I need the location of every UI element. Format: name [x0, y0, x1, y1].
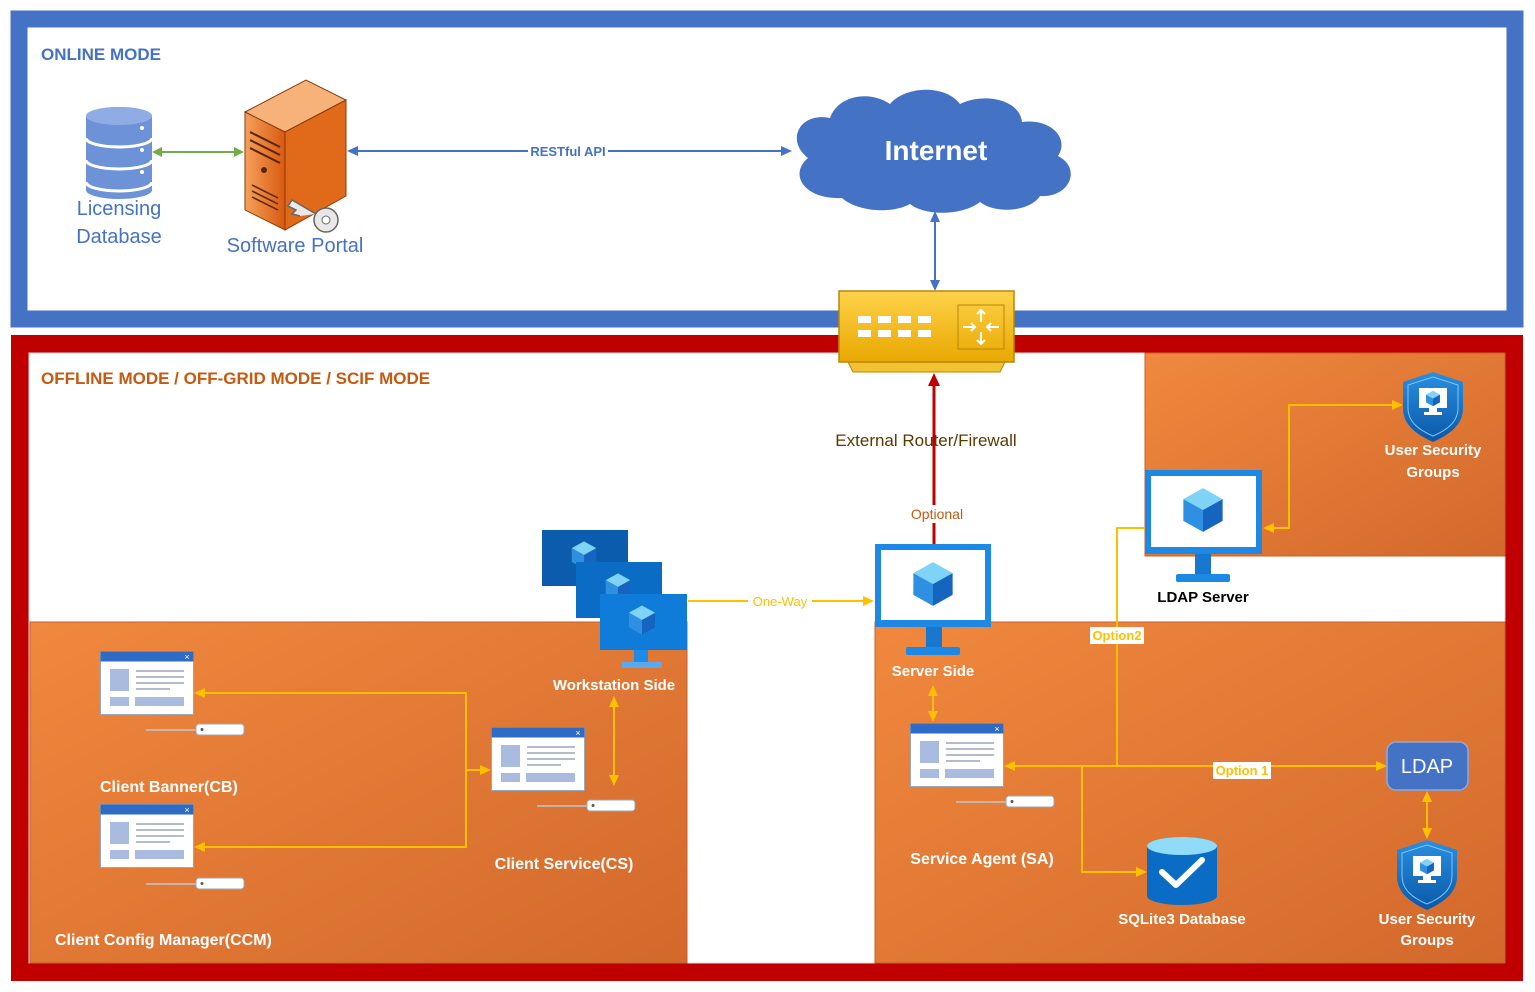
internet-cloud-icon — [796, 89, 1071, 213]
ldap-server-monitor-icon — [1145, 470, 1262, 582]
internet-label: Internet — [885, 135, 988, 166]
client-service-connectors — [204, 692, 615, 848]
licensing-database-label-line2: Database — [76, 226, 162, 248]
option2-label-bg — [1090, 627, 1144, 644]
optional-label: Optional — [911, 506, 963, 522]
sqlite-database-icon — [1147, 837, 1217, 905]
option1-label: Option 1 — [1216, 763, 1269, 778]
internet-router-connector — [930, 211, 940, 291]
server-panel — [874, 621, 1506, 964]
arrow-head — [1136, 867, 1147, 877]
client-banner-label: Client Banner(CB) — [100, 779, 238, 796]
optional-connector — [900, 373, 974, 545]
option1-label-bg — [1213, 762, 1271, 779]
arrow-head — [609, 696, 619, 707]
client-config-manager-label: Client Config Manager(CCM) — [55, 932, 272, 949]
workstation-monitors-icon — [542, 530, 687, 668]
service-agent-label: Service Agent (SA) — [910, 851, 1053, 868]
router-firewall-icon — [838, 290, 1015, 373]
offline-mode-title: OFFLINE MODE / OFF-GRID MODE / SCIF MODE — [41, 369, 430, 388]
restful-api-label: RESTful API — [530, 144, 605, 159]
server-side-label: Server Side — [892, 663, 975, 680]
arrow-head — [1392, 400, 1403, 410]
sqlite-database-label: SQLite3 Database — [1118, 911, 1246, 928]
restful-api-connector — [347, 143, 792, 159]
arrow-head — [1376, 761, 1387, 771]
router-firewall-label: External Router/Firewall — [835, 431, 1016, 450]
arrow-head — [194, 688, 205, 698]
one-way-connector — [688, 593, 874, 609]
arrow-head — [1263, 523, 1274, 533]
licensing-database-icon — [84, 107, 154, 199]
workstation-side-label: Workstation Side — [553, 677, 675, 694]
ldap-security-groups-connector — [1272, 404, 1393, 529]
arrow-head — [609, 775, 619, 786]
online-mode-panel: ONLINE MODE — [10, 10, 1524, 328]
online-mode-title: ONLINE MODE — [41, 45, 161, 64]
one-way-label: One-Way — [753, 594, 808, 609]
user-security-groups-bottom-line1: User Security — [1379, 911, 1476, 928]
user-security-groups-top-line1: User Security — [1385, 442, 1482, 459]
server-side-agent-connector — [928, 685, 938, 722]
server-side-monitor-icon — [875, 544, 991, 655]
ldap-server-label: LDAP Server — [1157, 589, 1249, 606]
user-security-groups-shield-icon-bottom — [1397, 840, 1457, 910]
licensing-database-label-line1: Licensing — [77, 198, 162, 220]
client-service-label: Client Service(CS) — [495, 856, 634, 873]
software-portal-label: Software Portal — [227, 235, 364, 257]
arrow-head — [1004, 761, 1015, 771]
user-security-groups-shield-icon — [1403, 372, 1463, 442]
db-portal-connector — [152, 147, 244, 157]
ldap-label: LDAP — [1401, 756, 1453, 778]
arrow-head — [194, 842, 205, 852]
ldap-box — [1386, 741, 1469, 791]
ldap-box-security-connector — [1422, 791, 1432, 839]
user-security-groups-top-line2: Groups — [1406, 464, 1459, 481]
service-agent-connectors — [1014, 527, 1378, 873]
key-icon — [286, 198, 339, 233]
option2-label: Option2 — [1092, 628, 1141, 643]
arrow-head — [480, 765, 491, 775]
user-security-groups-bottom-line2: Groups — [1400, 932, 1453, 949]
software-portal-server-icon — [243, 79, 348, 231]
